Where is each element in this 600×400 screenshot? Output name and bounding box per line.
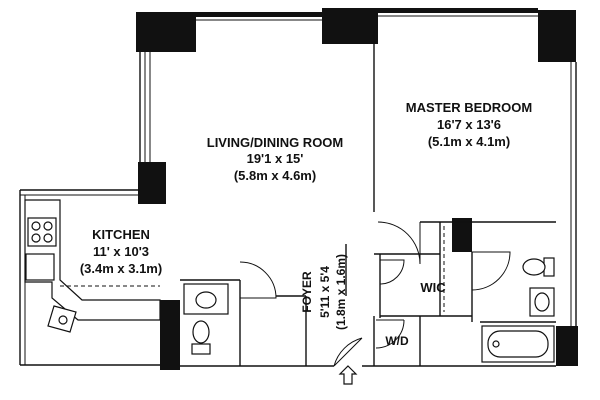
living-room-dims-metric: (5.8m x 4.6m): [234, 168, 316, 183]
stove: [27, 217, 57, 247]
room-labels: LIVING/DINING ROOM 19'1 x 15' (5.8m x 4.…: [80, 100, 532, 348]
tub-drain: [492, 340, 500, 348]
kitchen-dims-imperial: 11' x 10'3: [93, 244, 149, 259]
column-top-left: [136, 12, 196, 52]
door-wd: [375, 319, 405, 349]
structural-walls: [136, 8, 578, 370]
refrigerator: [25, 253, 55, 281]
interior-walls: [180, 30, 556, 366]
bath-1-fixtures: [183, 283, 229, 355]
master-bath-fixtures: [481, 257, 555, 363]
bath-1-sink: [195, 291, 217, 309]
foyer-dims-label: 5'11 x 5'4: [318, 266, 332, 318]
master-bedroom-dims-metric: (5.1m x 4.1m): [428, 134, 510, 149]
door-wic: [379, 259, 405, 285]
master-bedroom-name: MASTER BEDROOM: [406, 100, 532, 115]
master-bedroom-dims-imperial: 16'7 x 13'6: [437, 117, 501, 132]
bathtub-basin: [487, 330, 549, 358]
vanity: [183, 283, 229, 315]
wd-name: W/D: [385, 334, 409, 348]
door-master-bedroom: [377, 221, 421, 265]
toilet-tank: [191, 343, 211, 355]
burner: [31, 233, 41, 243]
column-left-mid: [138, 162, 166, 204]
kitchen-fixtures: [24, 199, 161, 333]
door-bath-1: [239, 261, 277, 299]
foyer-label: FOYER: [300, 271, 314, 313]
living-room-dims-imperial: 19'1 x 15': [247, 151, 304, 166]
foyer-dims-imperial: 5'11 x 5'4: [318, 266, 332, 318]
living-room-name: LIVING/DINING ROOM: [207, 135, 344, 150]
column-wic: [452, 218, 472, 252]
foyer-dims-metric-label: (1.8m x 1.6m): [334, 254, 348, 330]
kitchen-dims-metric: (3.4m x 3.1m): [80, 261, 162, 276]
column-top-right: [538, 10, 576, 62]
kitchen-name: KITCHEN: [92, 227, 150, 242]
bath-1-toilet: [192, 320, 210, 344]
burner: [43, 221, 53, 231]
column-kitchen-bottom: [160, 300, 180, 370]
stub-top-edge: [196, 12, 322, 17]
master-sink: [534, 292, 550, 312]
burner: [43, 233, 53, 243]
door-entry: [333, 337, 363, 367]
door-master-bath: [471, 251, 511, 291]
doors: [239, 221, 511, 367]
sink-drain: [58, 315, 68, 325]
up-arrow-icon: [338, 365, 358, 385]
burner: [31, 221, 41, 231]
foyer-dims-metric: (1.8m x 1.6m): [334, 254, 348, 330]
stub-top-right-edge: [378, 8, 538, 13]
column-right-bottom: [556, 326, 578, 366]
wic-name: WIC: [420, 280, 446, 295]
kitchen-counter: [24, 199, 161, 321]
foyer-name: FOYER: [300, 271, 314, 313]
master-toilet: [522, 258, 546, 276]
column-top-mid-left: [322, 8, 378, 44]
